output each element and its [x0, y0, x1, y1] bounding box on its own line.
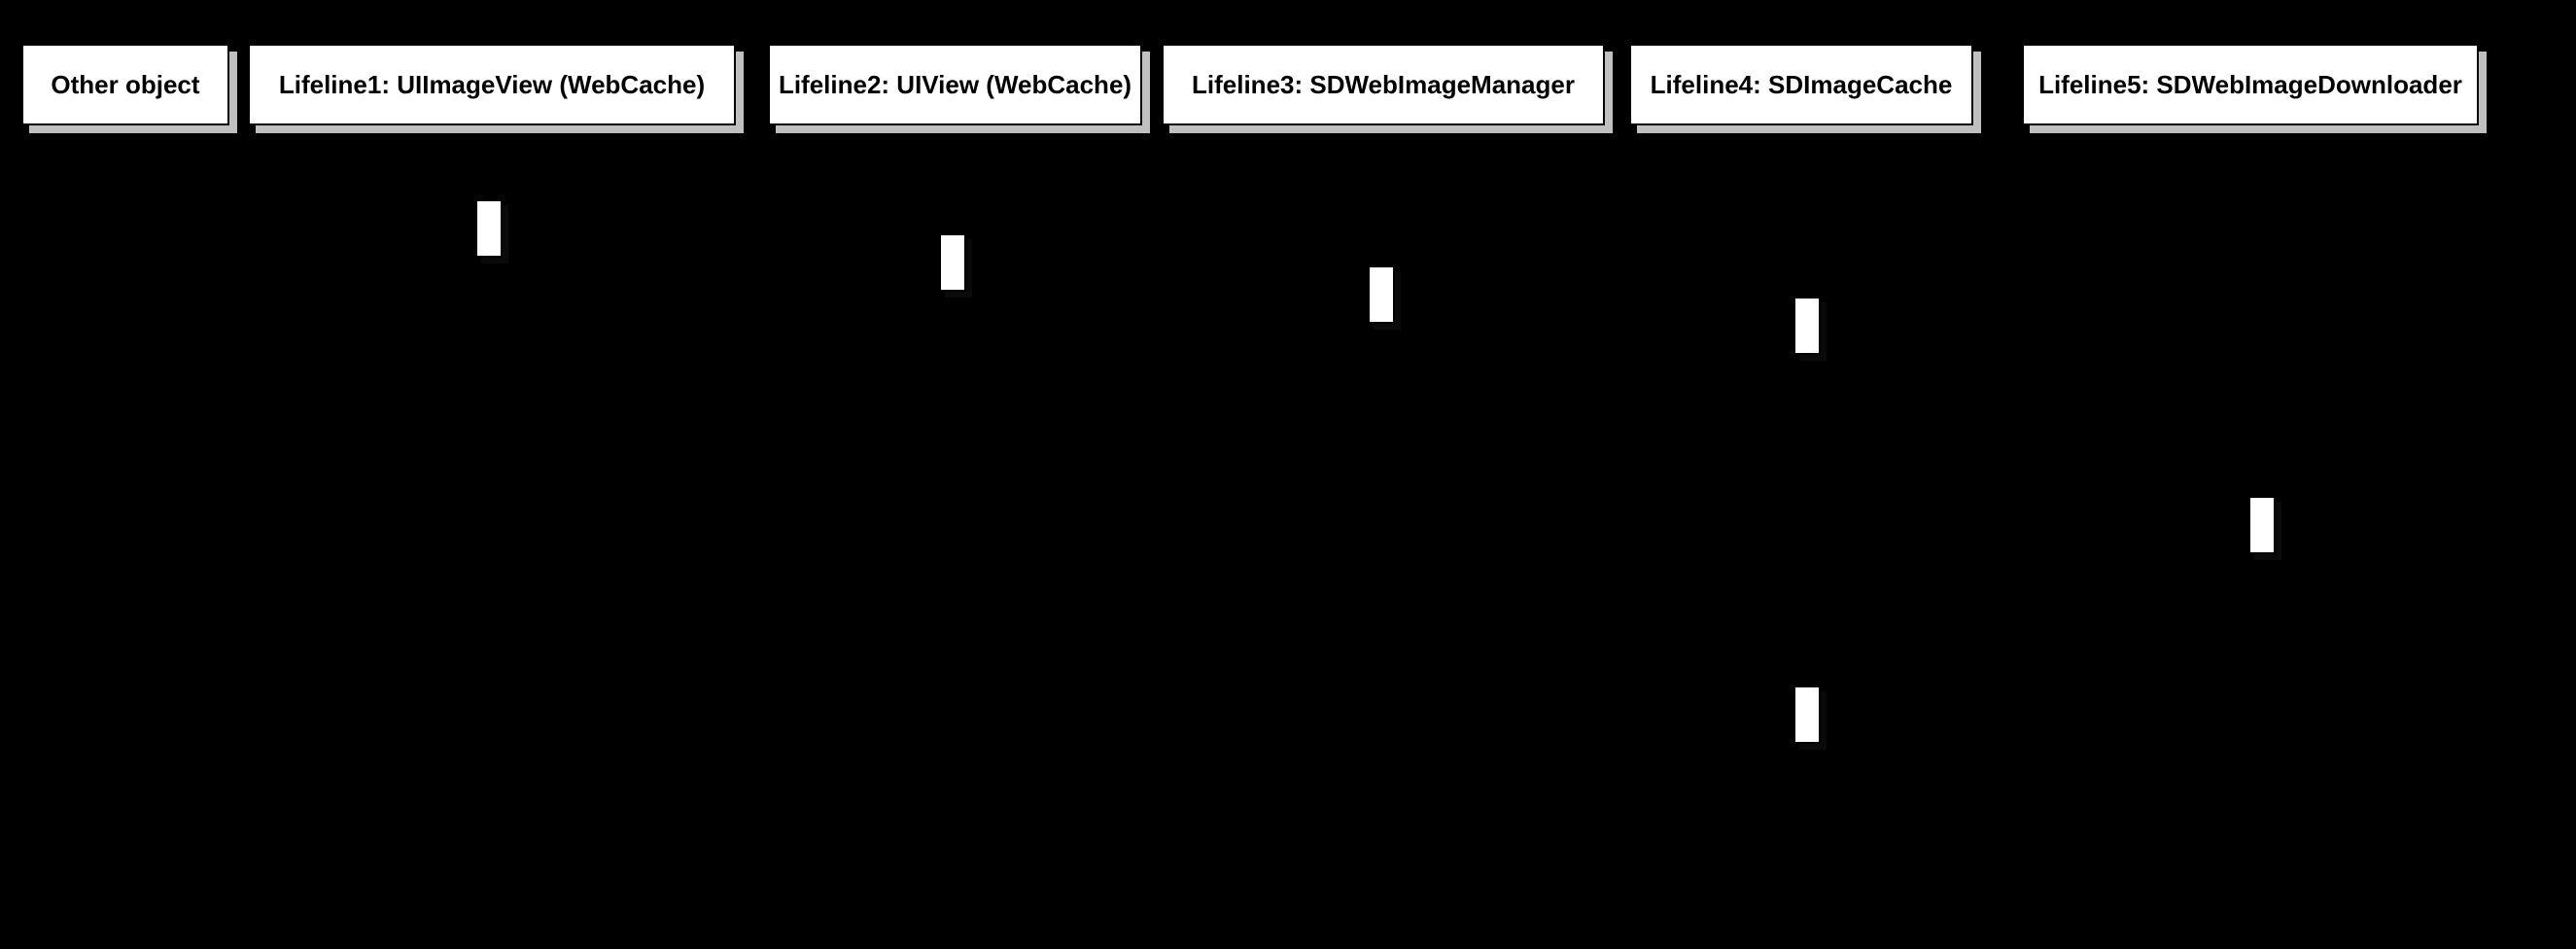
- lifeline-head-lifeline2[interactable]: Lifeline2: UIView (WebCache): [768, 44, 1142, 125]
- activation-bar-lifeline2-1[interactable]: [939, 233, 966, 292]
- lifeline-head-label: Lifeline5: SDWebImageDownloader: [2038, 69, 2462, 99]
- lifeline-dashed-line: [1381, 125, 1383, 949]
- lifeline-dashed-line: [1807, 125, 1809, 949]
- lifeline-dashed-line: [125, 125, 127, 949]
- lifeline-dashed-line: [953, 125, 955, 949]
- activation-bar-lifeline4-2[interactable]: [1793, 685, 1821, 744]
- lifeline-head-other-object[interactable]: Other object: [21, 44, 229, 125]
- activation-bar-lifeline5-1[interactable]: [2248, 496, 2276, 554]
- lifeline-head-label: Other object: [51, 69, 200, 99]
- lifeline-head-lifeline1[interactable]: Lifeline1: UIImageView (WebCache): [248, 44, 736, 125]
- lifeline-head-lifeline3[interactable]: Lifeline3: SDWebImageManager: [1162, 44, 1605, 125]
- lifeline-head-lifeline4[interactable]: Lifeline4: SDImageCache: [1629, 44, 1973, 125]
- activation-bar-lifeline3-1[interactable]: [1368, 265, 1395, 324]
- activation-bar-lifeline4-1[interactable]: [1793, 297, 1821, 355]
- lifeline-head-label: Lifeline3: SDWebImageManager: [1192, 69, 1575, 99]
- lifeline-head-lifeline5[interactable]: Lifeline5: SDWebImageDownloader: [2022, 44, 2479, 125]
- lifeline-head-label: Lifeline1: UIImageView (WebCache): [278, 69, 706, 99]
- activation-bar-lifeline1-1[interactable]: [475, 199, 503, 258]
- lifeline-head-label: Lifeline2: UIView (WebCache): [778, 69, 1132, 99]
- lifeline-dashed-line: [489, 125, 491, 949]
- lifeline-head-label: Lifeline4: SDImageCache: [1650, 69, 1953, 99]
